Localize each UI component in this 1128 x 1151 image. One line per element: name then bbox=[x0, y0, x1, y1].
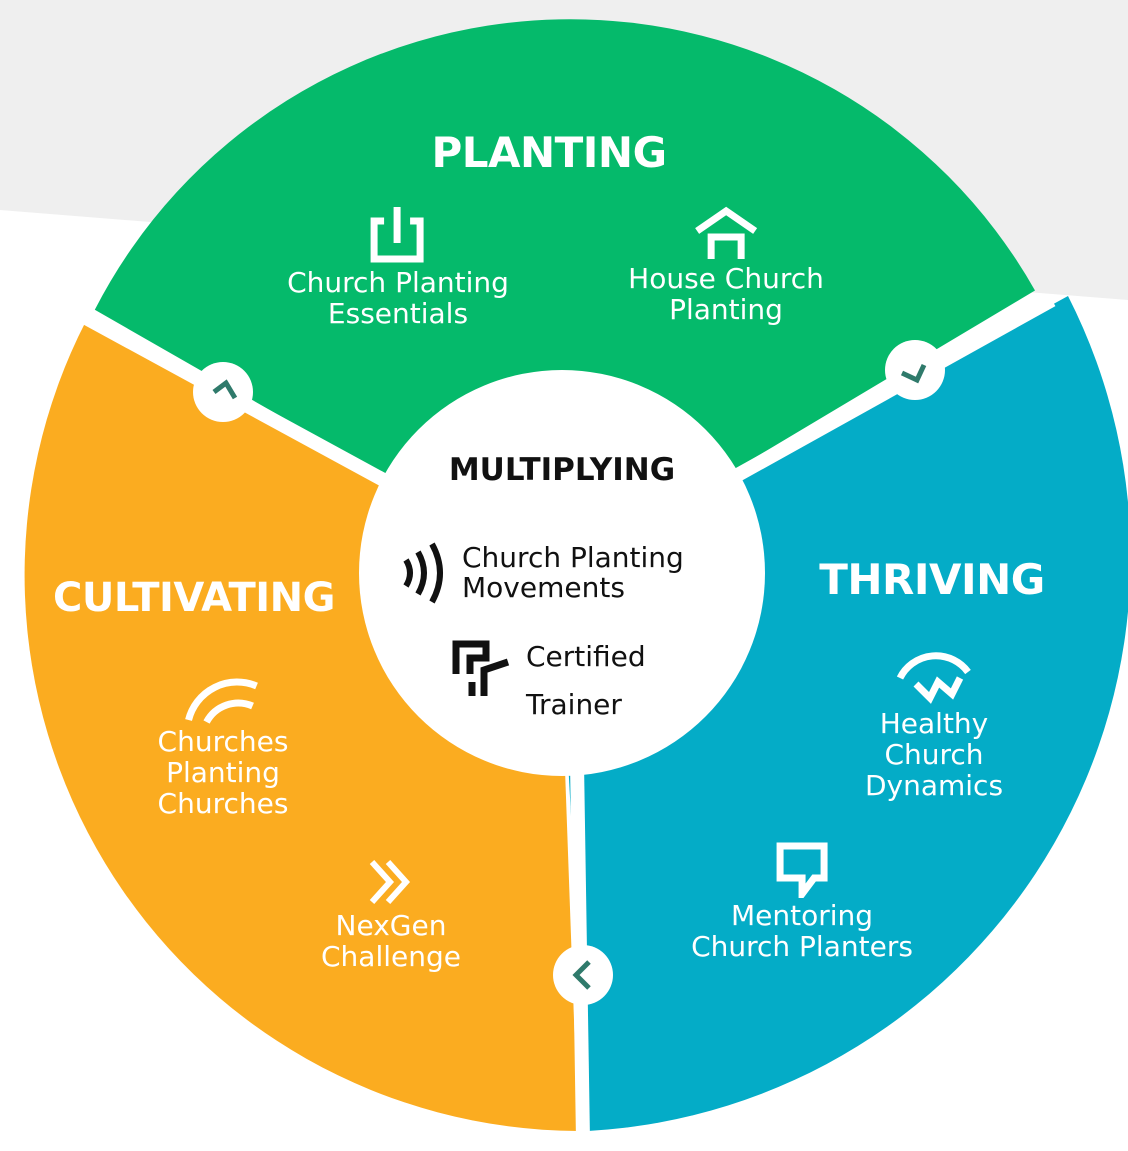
trainer-logo-icon bbox=[452, 640, 510, 696]
item-label-line: Essentials bbox=[327, 297, 469, 330]
item-label-line: Mentoring bbox=[730, 899, 874, 932]
speech-bubble-icon bbox=[776, 842, 828, 898]
item-label-line: Trainer bbox=[526, 688, 622, 721]
mentoring-church-planters-item: Mentoring Church Planters bbox=[691, 842, 913, 962]
item-label-line: Planting bbox=[166, 756, 280, 789]
nexgen-challenge-item: NexGen Challenge bbox=[321, 856, 461, 972]
item-label-line: Church Planters bbox=[691, 930, 913, 963]
certified-trainer-item: Certified Trainer bbox=[452, 638, 672, 728]
item-label-line: Church Planting bbox=[287, 266, 509, 299]
item-label-line: Movements bbox=[462, 571, 625, 604]
signal-waves-icon bbox=[403, 542, 443, 604]
multiplying-title: MULTIPLYING bbox=[448, 452, 676, 488]
arrow-thriving-to-cultivating bbox=[553, 945, 613, 1005]
churches-planting-churches-item: Churches Planting Churches bbox=[157, 678, 289, 820]
chevron-left-icon bbox=[572, 960, 591, 990]
cultivating-title: CULTIVATING bbox=[53, 575, 335, 621]
pulse-arc-icon bbox=[896, 652, 971, 704]
church-planting-essentials-item: Church Planting Essentials bbox=[287, 205, 509, 329]
thriving-title: THRIVING bbox=[819, 555, 1045, 604]
chevron-icon bbox=[900, 363, 927, 384]
item-label-line: Challenge bbox=[321, 940, 461, 973]
item-label-line: Church Planting bbox=[462, 541, 684, 574]
house-icon bbox=[695, 206, 757, 259]
healthy-church-dynamics-item: Healthy Church Dynamics bbox=[837, 650, 1031, 801]
planting-sector bbox=[94, 19, 1036, 576]
church-planting-movements-item: Church Planting Movements bbox=[400, 540, 720, 610]
item-label-line: Dynamics bbox=[864, 769, 1004, 802]
arrow-planting-to-thriving bbox=[885, 340, 945, 400]
arcs-icon bbox=[185, 678, 259, 724]
item-label-line: House Church bbox=[628, 262, 824, 295]
item-label-line: Certified bbox=[526, 640, 646, 673]
planting-title: PLANTING bbox=[431, 128, 667, 177]
chevron-icon bbox=[212, 379, 238, 400]
house-church-planting-item: House Church Planting bbox=[628, 205, 824, 325]
download-box-icon bbox=[370, 207, 424, 263]
item-label-line: NexGen bbox=[335, 909, 447, 942]
item-label-line: Churches bbox=[157, 787, 289, 820]
item-label-line: Healthy Church bbox=[879, 707, 989, 771]
multiplying-center-circle bbox=[359, 370, 765, 776]
double-chevron-icon bbox=[369, 859, 411, 905]
item-label-line: Planting bbox=[669, 293, 783, 326]
item-label-line: Churches bbox=[157, 725, 289, 758]
arrow-cultivating-to-planting bbox=[193, 362, 253, 422]
